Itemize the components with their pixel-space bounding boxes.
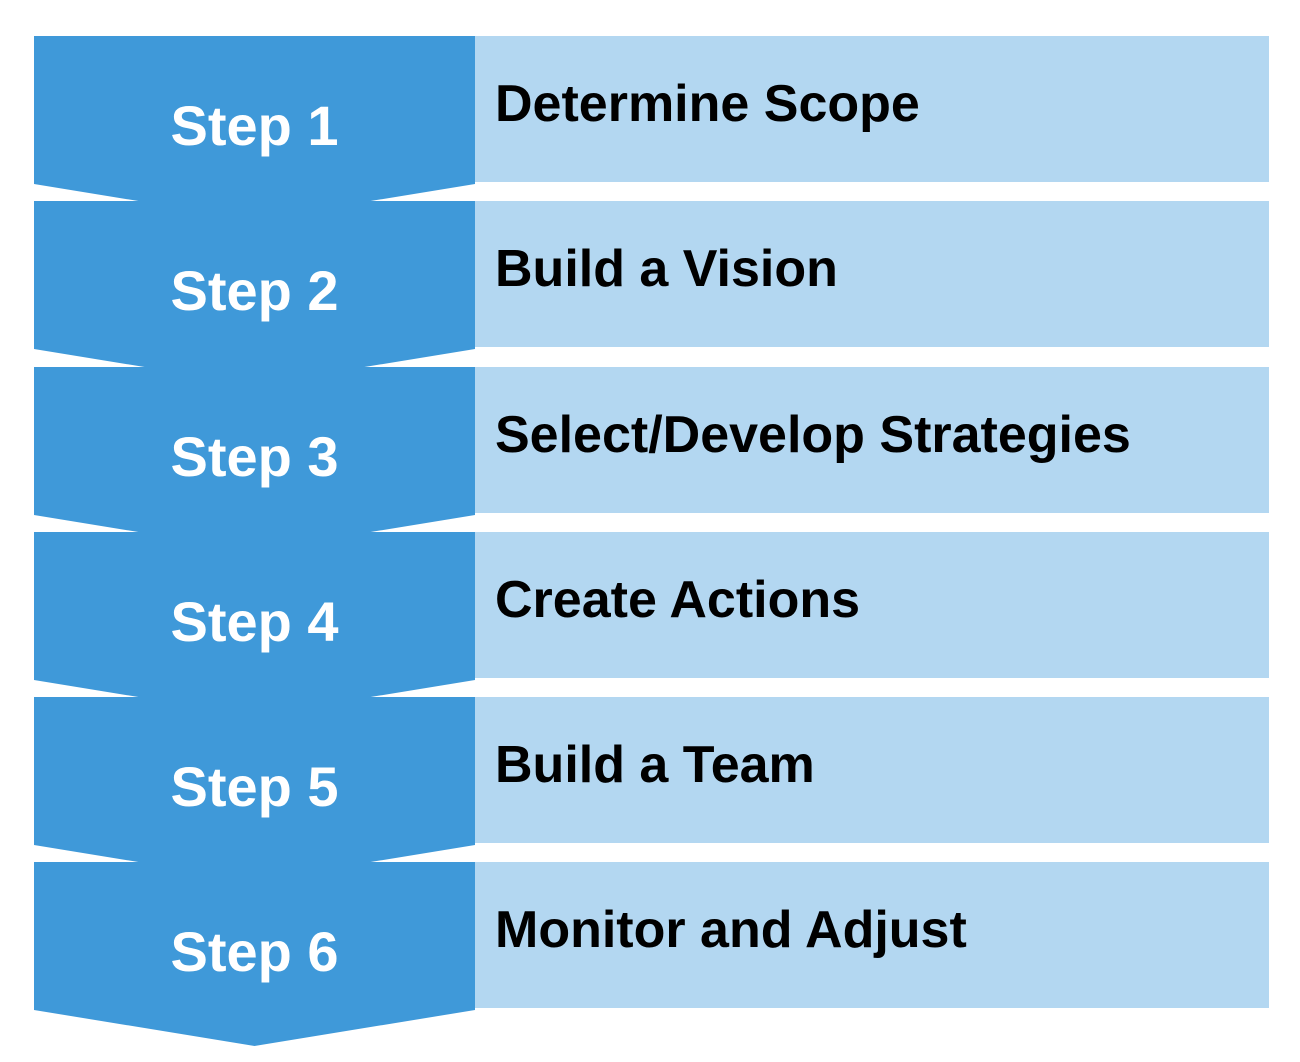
step-description-3: Select/Develop Strategies [495, 406, 1131, 464]
step-description-4: Create Actions [495, 571, 861, 629]
step-description-box-1: Determine Scope [475, 36, 1269, 182]
step-label-3: Step 3 [170, 425, 339, 488]
step-description-box-4: Create Actions [475, 532, 1269, 678]
step-row-6: Step 6 Monitor and Adjust [0, 862, 1300, 1046]
step-description-2: Build a Vision [495, 240, 838, 298]
step-label-6: Step 6 [170, 920, 339, 983]
step-label-4: Step 4 [170, 590, 339, 653]
step-row-1: Step 1 Determine Scope [0, 36, 1300, 220]
step-row-4: Step 4 Create Actions [0, 532, 1300, 716]
step-description-5: Build a Team [495, 736, 815, 794]
step-description-box-2: Build a Vision [475, 201, 1269, 347]
step-row-3: Step 3 Select/Develop Strategies [0, 367, 1300, 551]
step-label-1: Step 1 [170, 94, 339, 157]
step-chevron-1 [34, 36, 475, 220]
step-chevron-2 [34, 201, 475, 385]
step-description-1: Determine Scope [495, 75, 920, 133]
step-chevron-3 [34, 367, 475, 551]
step-description-box-6: Monitor and Adjust [475, 862, 1269, 1008]
step-chevron-6 [34, 862, 475, 1046]
step-row-2: Step 2 Build a Vision [0, 201, 1300, 385]
step-row-5: Step 5 Build a Team [0, 697, 1300, 881]
step-label-2: Step 2 [170, 259, 339, 322]
step-chevron-4 [34, 532, 475, 716]
step-description-box-5: Build a Team [475, 697, 1269, 843]
step-chevron-5 [34, 697, 475, 881]
step-description-6: Monitor and Adjust [495, 901, 967, 959]
step-label-5: Step 5 [170, 755, 339, 818]
step-description-box-3: Select/Develop Strategies [475, 367, 1269, 513]
